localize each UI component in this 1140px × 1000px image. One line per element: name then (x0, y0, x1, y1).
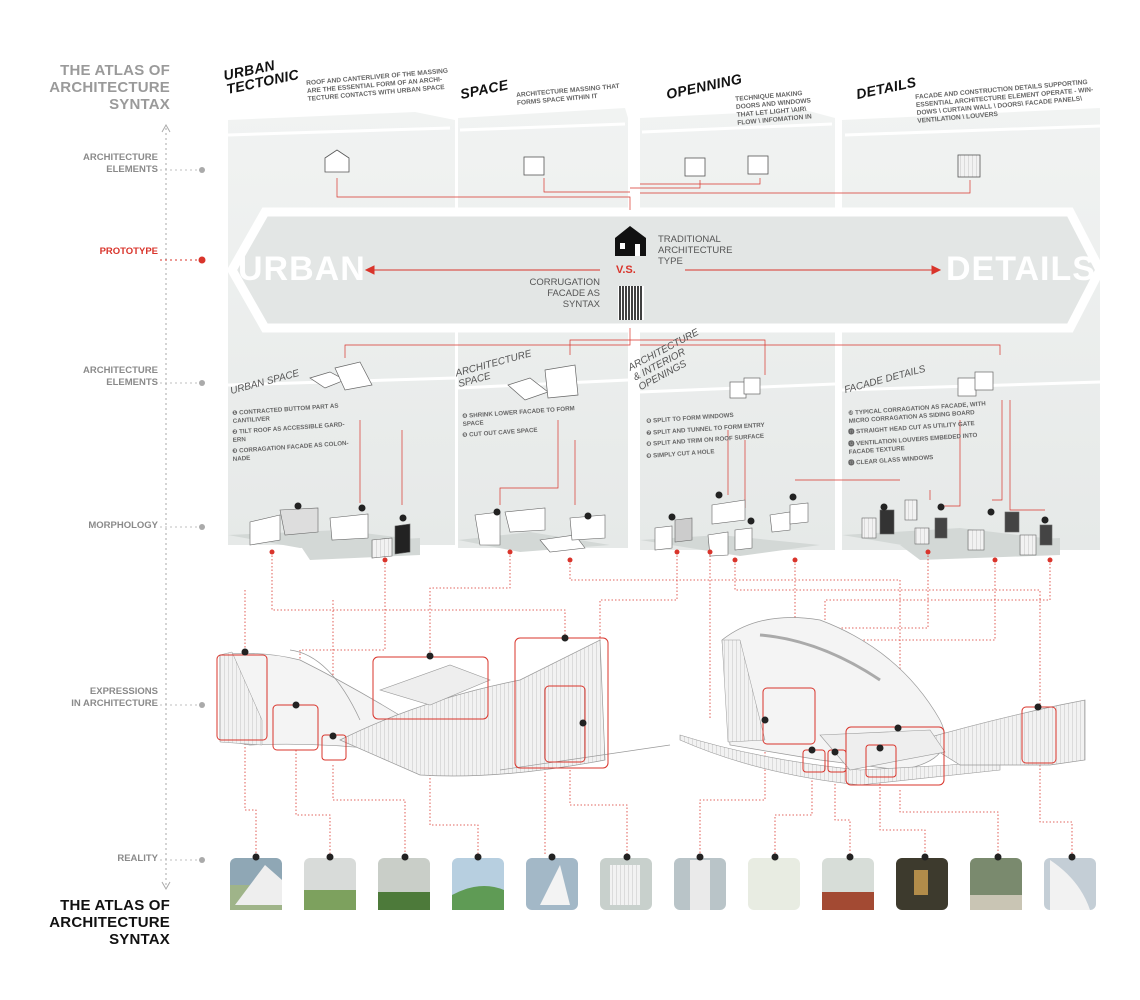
atlas-title-top: THE ATLAS OF ARCHITECTURE SYNTAX (30, 62, 170, 113)
prototype-urban-word: URBAN (238, 250, 366, 288)
steps-architecture-space: ❹ SHRINK LOWER FACADE TO FORM SPACE ❺ CU… (462, 405, 582, 444)
photo-strip (230, 858, 1096, 910)
prototype-label-line: CORRUGATION (529, 277, 600, 288)
prototype-label-line: TRADITIONAL (658, 234, 721, 245)
prototype-corrugation-label: CORRUGATION FACADE AS SYNTAX (520, 277, 600, 310)
house-black-icon (615, 226, 646, 256)
atlas-title-top-line3: SYNTAX (109, 96, 170, 113)
element-icons-top (324, 149, 981, 178)
level-prototype: PROTOTYPE (99, 246, 158, 257)
step-item: ❸ CORRAGATION FACADE AS COLON- NADE (232, 439, 349, 463)
level-label-line: ARCHITECTURE (83, 365, 158, 376)
level-reality: REALITY (117, 853, 158, 864)
steps-facade-details: ❿ TYPICAL CORRAGATION AS FACADE, WITH MI… (848, 400, 998, 471)
building-right (679, 617, 1086, 786)
prototype-label-line: TYPE (658, 256, 683, 267)
level-label-line: ELEMENTS (106, 164, 158, 175)
level-label-line: EXPRESSIONS (89, 686, 158, 697)
atlas-title-top-line2: ARCHITECTURE (49, 79, 170, 96)
level-axis (160, 123, 206, 891)
atlas-title-top-line1: THE ATLAS OF (60, 62, 170, 79)
level-label-line: ELEMENTS (106, 377, 158, 388)
level-expressions: EXPRESSIONS IN ARCHITECTURE (8, 686, 158, 710)
morphology-icons (249, 499, 1053, 559)
vs-arrows (364, 265, 942, 275)
prototype-vs-label: V.S. (616, 264, 636, 276)
level-architecture-elements-top: ARCHITECTURE ELEMENTS (8, 152, 158, 176)
steps-openings: ❻ SPLIT TO FORM WINDOWS ❼ SPLIT AND TUNN… (646, 412, 816, 464)
prototype-label-line: FACADE AS (547, 288, 600, 299)
number-markers (241, 491, 1076, 861)
building-left (219, 639, 671, 777)
level-architecture-elements-mid: ARCHITECTURE ELEMENTS (8, 365, 158, 389)
connector-lines-top (336, 178, 1045, 511)
prototype-traditional-label: TRADITIONAL ARCHITECTURE TYPE (658, 234, 732, 267)
element-icons-mid (309, 361, 994, 401)
prototype-label-line: SYNTAX (562, 299, 600, 310)
atlas-title-bottom-line1: THE ATLAS OF (60, 897, 170, 914)
prototype-label-line: ARCHITECTURE (658, 245, 733, 256)
level-label-line: IN ARCHITECTURE (71, 698, 158, 709)
level-morphology: MORPHOLOGY (88, 520, 158, 531)
level-label-line: ARCHITECTURE (83, 152, 158, 163)
prototype-band (226, 207, 1106, 333)
atlas-title-bottom-line3: SYNTAX (109, 931, 170, 948)
red-connection-dots (269, 549, 1053, 563)
connector-lines-bottom (244, 552, 1073, 855)
steps-urban-space: ❶ CONTRACTED BUTTOM PART AS CANTILIVER ❷… (232, 403, 352, 467)
atlas-title-bottom: THE ATLAS OF ARCHITECTURE SYNTAX (30, 897, 170, 948)
atlas-title-bottom-line2: ARCHITECTURE (49, 914, 170, 931)
corrugation-icon (618, 286, 644, 320)
prototype-details-word: DETAILS (946, 250, 1096, 288)
